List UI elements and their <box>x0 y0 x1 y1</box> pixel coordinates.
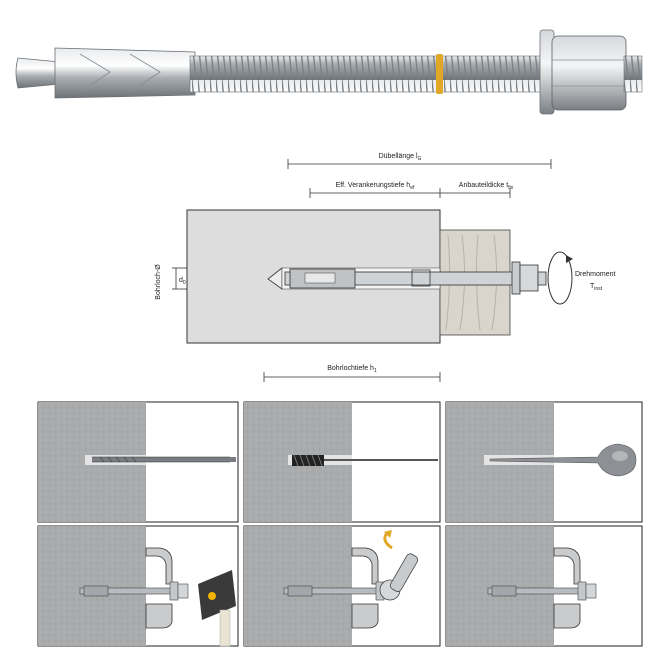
brush-icon <box>292 454 438 467</box>
dim-verankerungstiefe: Eff. Verankerungstiefe hef <box>309 182 441 198</box>
dim-bohrlochtiefe: Bohrlochtiefe h1 <box>263 365 441 382</box>
installation-steps <box>37 401 643 647</box>
mounting-bracket <box>553 547 581 629</box>
dim-bohrloch: d0 Bohrloch-Ø <box>155 264 187 300</box>
label-duebellaenge: Dübellänge lG <box>379 153 422 162</box>
label-bohrloch: Bohrloch-Ø <box>155 264 162 300</box>
label-drehmoment: Drehmoment <box>575 271 616 278</box>
drill-bit-icon <box>92 456 236 463</box>
anchor-icon <box>79 581 189 601</box>
blow-pump-icon <box>489 443 637 477</box>
dim-duebellaenge: Dübellänge lG <box>287 153 552 169</box>
torque-indicator: Drehmoment Tinst <box>547 251 616 305</box>
mounting-bracket <box>145 547 173 629</box>
anchor-hex-nut <box>551 35 627 111</box>
label-anbauteildicke: Anbauteildicke tfix <box>459 182 514 191</box>
step-2-brushing <box>243 401 441 523</box>
installed-anchor-icon <box>487 581 597 601</box>
step-5-torque-wrench <box>243 525 441 647</box>
dimension-diagram: Dübellänge lG Eff. Verankerungstiefe hef… <box>155 153 616 382</box>
step-3-blowing <box>445 401 643 523</box>
anchor-expansion-clip <box>54 47 196 99</box>
step-4-hammering <box>37 525 239 647</box>
step-1-drilling <box>37 401 239 523</box>
label-bohrloch-symbol: d0 <box>179 277 186 286</box>
mounting-bracket <box>351 547 379 629</box>
anchor-section <box>284 261 547 295</box>
anchor-product-image <box>15 29 643 115</box>
label-bohrlochtiefe: Bohrlochtiefe h1 <box>327 365 377 374</box>
anchor-cone-tip <box>15 57 61 89</box>
anchor-bolt-end <box>623 55 643 93</box>
dim-anbauteildicke: Anbauteildicke tfix <box>440 182 514 198</box>
label-drehmoment-symbol: Tinst <box>590 283 603 292</box>
anchor-yellow-ring <box>436 54 443 94</box>
torque-wrench-icon <box>379 530 419 601</box>
hammer-icon <box>198 570 236 647</box>
anchor-threaded-shaft <box>189 55 556 93</box>
step-6-installed <box>445 525 643 647</box>
label-verankerungstiefe: Eff. Verankerungstiefe hef <box>336 182 415 191</box>
